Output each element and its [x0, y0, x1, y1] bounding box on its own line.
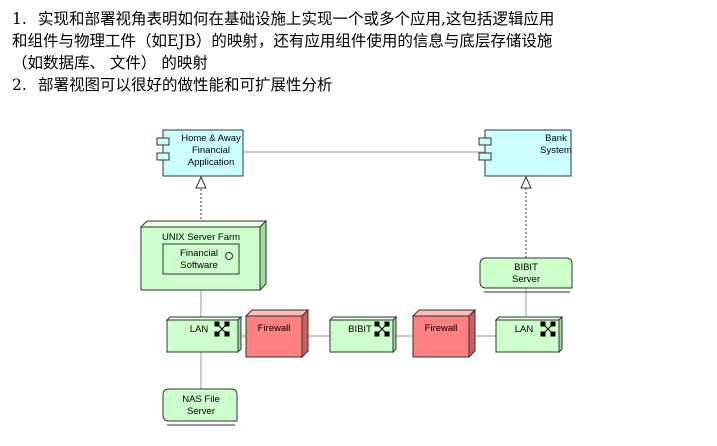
node-front-face	[245, 315, 303, 358]
unix-server-farm[interactable]: UNIX Server Farm Financial Software	[139, 219, 268, 292]
server-bank-arrowhead	[520, 175, 532, 189]
financial-software-box[interactable]	[162, 243, 240, 275]
component-tab-icon	[156, 152, 170, 161]
firewall-left-label: Firewall	[258, 323, 291, 334]
financial-software-label-2: Software	[180, 260, 218, 271]
firewall-right-node[interactable]: Firewall	[411, 308, 477, 359]
lan-left-node[interactable]: LAN	[165, 315, 243, 354]
bibit-node[interactable]: BIBIT	[328, 315, 398, 354]
bank-label-1: Bank	[545, 133, 567, 144]
item-1-line-2: 和组件与物理工件（如EJB）的映射，还有应用组件使用的信息与底层存储设施	[12, 32, 553, 50]
component-tab-icon	[478, 137, 492, 146]
home-away-application[interactable]: Home & Away Financial Application	[156, 129, 244, 177]
node-side-face	[468, 308, 476, 359]
app-label-3: Application	[188, 157, 234, 168]
app-label-2: Financial	[192, 145, 230, 156]
node-side-face	[259, 219, 267, 292]
lan-right-label: LAN	[515, 324, 534, 335]
unix-farm-label: UNIX Server Farm	[162, 232, 240, 243]
node-top-face	[139, 220, 268, 228]
description-text: 1.实现和部署视角表明如何在基础设施上实现一个或多个应用,这包括逻辑应用 和组件…	[12, 8, 712, 96]
lan-left-label: LAN	[190, 324, 209, 335]
bibit-server[interactable]: BIBIT Server	[479, 257, 573, 293]
firewall-left-node[interactable]: Firewall	[244, 308, 310, 359]
bank-system[interactable]: Bank System	[478, 129, 572, 177]
nas-label-1: NAS File	[182, 394, 219, 405]
bibit-server-label-1: BIBIT	[514, 262, 538, 273]
app-label-1: Home & Away	[181, 133, 241, 144]
node-top-face	[244, 309, 310, 317]
node-front-face	[495, 319, 560, 353]
nas-label-2: Server	[187, 406, 215, 417]
farm-app-arrowhead	[195, 175, 207, 189]
firewall-right-label: Firewall	[425, 323, 458, 334]
bibit-server-label-2: Server	[512, 274, 540, 285]
nas-file-server[interactable]: NAS File Server	[162, 388, 238, 426]
node-front-face	[412, 315, 470, 358]
component-tab-icon	[156, 137, 170, 146]
network-icon	[540, 321, 556, 337]
item-1: 1.实现和部署视角表明如何在基础设施上实现一个或多个应用,这包括逻辑应用	[12, 10, 555, 28]
dependency-arrows	[195, 175, 532, 258]
lan-right-node[interactable]: LAN	[494, 315, 564, 354]
device-box	[162, 388, 238, 422]
node-top-face	[411, 309, 477, 317]
bank-box	[484, 129, 572, 177]
item-2: 2.部署视图可以很好的做性能和可扩展性分析	[12, 76, 333, 94]
application-box	[162, 129, 244, 177]
item-1-line-3: （如数据库、 文件） 的映射	[12, 54, 208, 72]
artifact-icon	[225, 252, 233, 260]
financial-software-label-1: Financial	[180, 248, 218, 259]
network-icon	[214, 321, 230, 337]
network-icon	[374, 321, 390, 337]
node-side-face	[301, 308, 309, 359]
bank-label-2: System	[540, 145, 572, 156]
device-box	[479, 257, 573, 289]
connectors	[200, 151, 527, 389]
bibit-node-label: BIBIT	[348, 324, 372, 335]
node-front-face	[329, 319, 394, 353]
component-tab-icon	[478, 152, 492, 161]
